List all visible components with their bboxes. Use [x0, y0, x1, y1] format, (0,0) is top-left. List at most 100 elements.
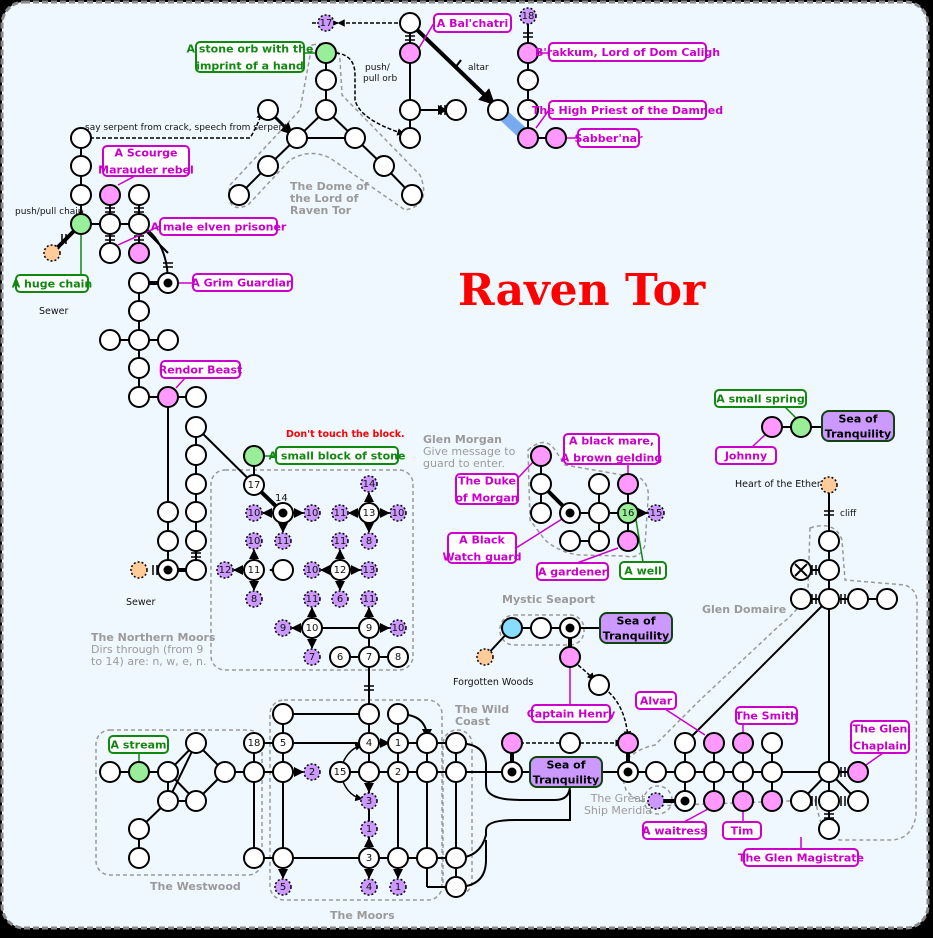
room-node[interactable]: [128, 818, 150, 840]
room-node[interactable]: 11: [331, 504, 349, 522]
room-node[interactable]: [157, 272, 179, 294]
room-node[interactable]: [373, 155, 395, 177]
room-node[interactable]: [617, 473, 639, 495]
npc-label-8[interactable]: A black mare,A brown gelding: [561, 433, 662, 465]
room-node[interactable]: [157, 530, 179, 552]
room-node[interactable]: [818, 588, 840, 610]
room-node[interactable]: [257, 155, 279, 177]
room-node[interactable]: 14: [360, 475, 378, 493]
room-node[interactable]: [228, 184, 250, 206]
room-node[interactable]: [545, 127, 567, 149]
npc-label-6[interactable]: A Grim Guardian: [191, 273, 294, 292]
room-node[interactable]: [487, 99, 509, 121]
room-node[interactable]: 7: [358, 646, 380, 668]
room-node[interactable]: [530, 445, 552, 467]
room-node[interactable]: [128, 329, 150, 351]
room-node[interactable]: 17: [317, 14, 335, 32]
room-node[interactable]: [820, 476, 838, 494]
room-node[interactable]: 4: [360, 878, 378, 896]
room-node[interactable]: [732, 761, 754, 783]
room-node[interactable]: [588, 530, 610, 552]
room-node[interactable]: [818, 790, 840, 812]
room-node[interactable]: [790, 588, 812, 610]
room-node[interactable]: [272, 703, 294, 725]
room-node[interactable]: 10: [245, 504, 263, 522]
room-node[interactable]: 2: [387, 761, 409, 783]
room-node[interactable]: [157, 761, 179, 783]
room-node[interactable]: [99, 184, 121, 206]
room-node[interactable]: [761, 732, 783, 754]
room-node[interactable]: [315, 99, 337, 121]
room-node[interactable]: [847, 588, 869, 610]
room-node[interactable]: 2: [303, 763, 321, 781]
room-node[interactable]: [185, 501, 207, 523]
room-node[interactable]: [185, 473, 207, 495]
room-node[interactable]: [272, 847, 294, 869]
room-node[interactable]: 7: [303, 648, 321, 666]
room-node[interactable]: [790, 559, 812, 581]
room-node[interactable]: [517, 42, 539, 64]
room-node[interactable]: [358, 703, 380, 725]
object-label-4[interactable]: A small spring: [714, 389, 807, 408]
room-node[interactable]: 13: [358, 502, 380, 524]
room-node[interactable]: [272, 761, 294, 783]
npc-label-12[interactable]: Johnny: [715, 446, 777, 465]
room-node[interactable]: [876, 588, 898, 610]
room-node[interactable]: [128, 213, 150, 235]
room-node[interactable]: [559, 617, 581, 639]
room-node[interactable]: 1: [389, 878, 407, 896]
room-node[interactable]: 11: [360, 590, 378, 608]
room-node[interactable]: [674, 761, 696, 783]
room-node[interactable]: 10: [389, 619, 407, 637]
room-node[interactable]: [157, 559, 179, 581]
room-node[interactable]: [501, 617, 523, 639]
room-node[interactable]: 12: [216, 561, 234, 579]
room-node[interactable]: 3: [358, 847, 380, 869]
room-node[interactable]: [732, 790, 754, 812]
room-node[interactable]: 11: [243, 559, 265, 581]
room-node[interactable]: 11: [303, 590, 321, 608]
room-node[interactable]: [588, 674, 610, 696]
room-node[interactable]: [399, 99, 421, 121]
room-node[interactable]: 6: [331, 590, 349, 608]
room-node[interactable]: 11: [274, 532, 292, 550]
room-node[interactable]: [157, 790, 179, 812]
room-node[interactable]: 3: [360, 792, 378, 810]
room-node[interactable]: [185, 386, 207, 408]
room-node[interactable]: [445, 732, 467, 754]
room-node[interactable]: 13: [360, 561, 378, 579]
room-node[interactable]: [559, 732, 581, 754]
room-node[interactable]: [99, 213, 121, 235]
npc-label-15[interactable]: The Smith: [735, 706, 798, 725]
room-node[interactable]: [818, 761, 840, 783]
room-node[interactable]: [559, 646, 581, 668]
room-node[interactable]: [617, 732, 639, 754]
room-node[interactable]: [530, 502, 552, 524]
object-label-1[interactable]: A huge chain: [12, 274, 93, 293]
npc-label-5[interactable]: A male elven prisoner: [151, 217, 287, 236]
room-node[interactable]: [416, 732, 438, 754]
room-node[interactable]: 1: [360, 820, 378, 838]
room-node[interactable]: [445, 847, 467, 869]
room-node[interactable]: [501, 761, 523, 783]
room-node[interactable]: 15: [647, 504, 665, 522]
room-node[interactable]: [272, 502, 294, 524]
room-node[interactable]: [315, 69, 337, 91]
room-node[interactable]: [99, 761, 121, 783]
room-node[interactable]: [761, 790, 783, 812]
room-node[interactable]: [99, 242, 121, 264]
room-node[interactable]: [445, 876, 467, 898]
room-node[interactable]: [517, 127, 539, 149]
room-node[interactable]: 8: [360, 532, 378, 550]
room-node[interactable]: [674, 790, 696, 812]
room-node[interactable]: 8: [245, 590, 263, 608]
npc-label-2[interactable]: The High Priest of the Damned: [532, 100, 723, 120]
room-node[interactable]: 6: [329, 646, 351, 668]
room-node[interactable]: [315, 42, 337, 64]
room-node[interactable]: [157, 329, 179, 351]
room-node[interactable]: [530, 617, 552, 639]
room-node[interactable]: [128, 386, 150, 408]
